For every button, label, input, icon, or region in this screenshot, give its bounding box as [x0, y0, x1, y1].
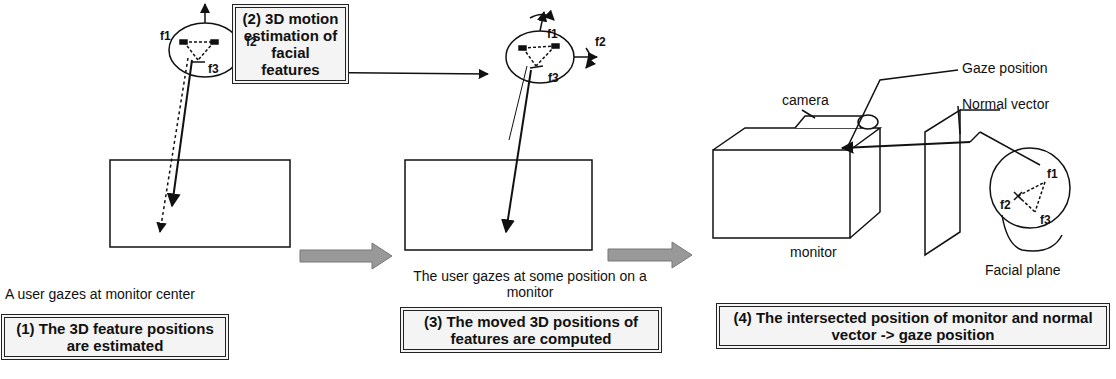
annotation-text: monitor — [790, 244, 837, 260]
monitor-box — [713, 150, 850, 238]
caption-box: (3) The moved 3D positions of features a… — [400, 307, 662, 353]
monitor-screen — [110, 160, 290, 247]
feature-label: f1 — [160, 30, 171, 43]
block-arrow — [608, 242, 692, 268]
monitor-screen — [405, 160, 592, 250]
feature-label: f3 — [208, 63, 219, 76]
block-arrow — [300, 243, 392, 269]
caption-box: (1) The 3D feature positions are estimat… — [1, 314, 229, 360]
facial-plane — [925, 110, 960, 255]
step-text: (3) The moved 3D positions of features a… — [410, 313, 652, 347]
feature-label: f1 — [1047, 168, 1058, 181]
feature-label: f2 — [246, 36, 257, 49]
annotation-text: Facial plane — [985, 262, 1061, 278]
annotation-text: The user gazes at some position on a mon… — [405, 268, 655, 300]
annotation-text: A user gazes at monitor center — [5, 286, 195, 302]
head-outline — [506, 31, 574, 83]
feature-label: f3 — [1040, 214, 1051, 227]
step-text: (1) The 3D feature positions are estimat… — [11, 320, 219, 354]
head-outline — [169, 23, 241, 77]
feature-label: f3 — [548, 72, 559, 85]
camera-lens — [858, 115, 878, 129]
step-text: (4) The intersected position of monitor … — [726, 309, 1100, 343]
annotation-text: camera — [782, 92, 829, 108]
feature-label: f2 — [595, 36, 606, 49]
annotation-text: Gaze position — [962, 60, 1048, 76]
feature-label: f1 — [547, 28, 558, 41]
annotation-text: Normal vector — [962, 96, 1049, 112]
feature-label: f2 — [1000, 199, 1011, 212]
caption-box: (4) The intersected position of monitor … — [716, 303, 1110, 349]
